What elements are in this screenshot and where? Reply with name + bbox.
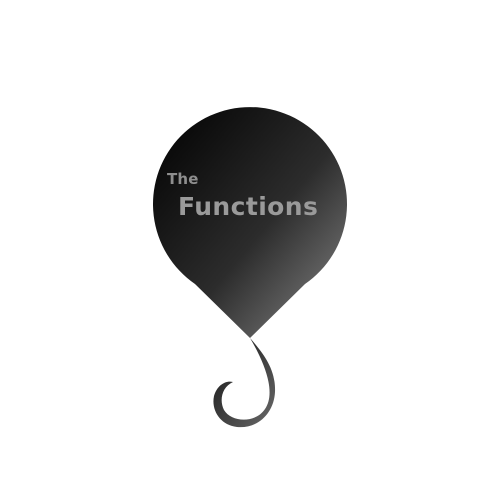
logo-text-the: The xyxy=(167,170,199,188)
balloon-body-icon xyxy=(153,107,347,338)
logo-text-functions: Functions xyxy=(178,192,319,221)
balloon-string-icon xyxy=(213,338,276,428)
